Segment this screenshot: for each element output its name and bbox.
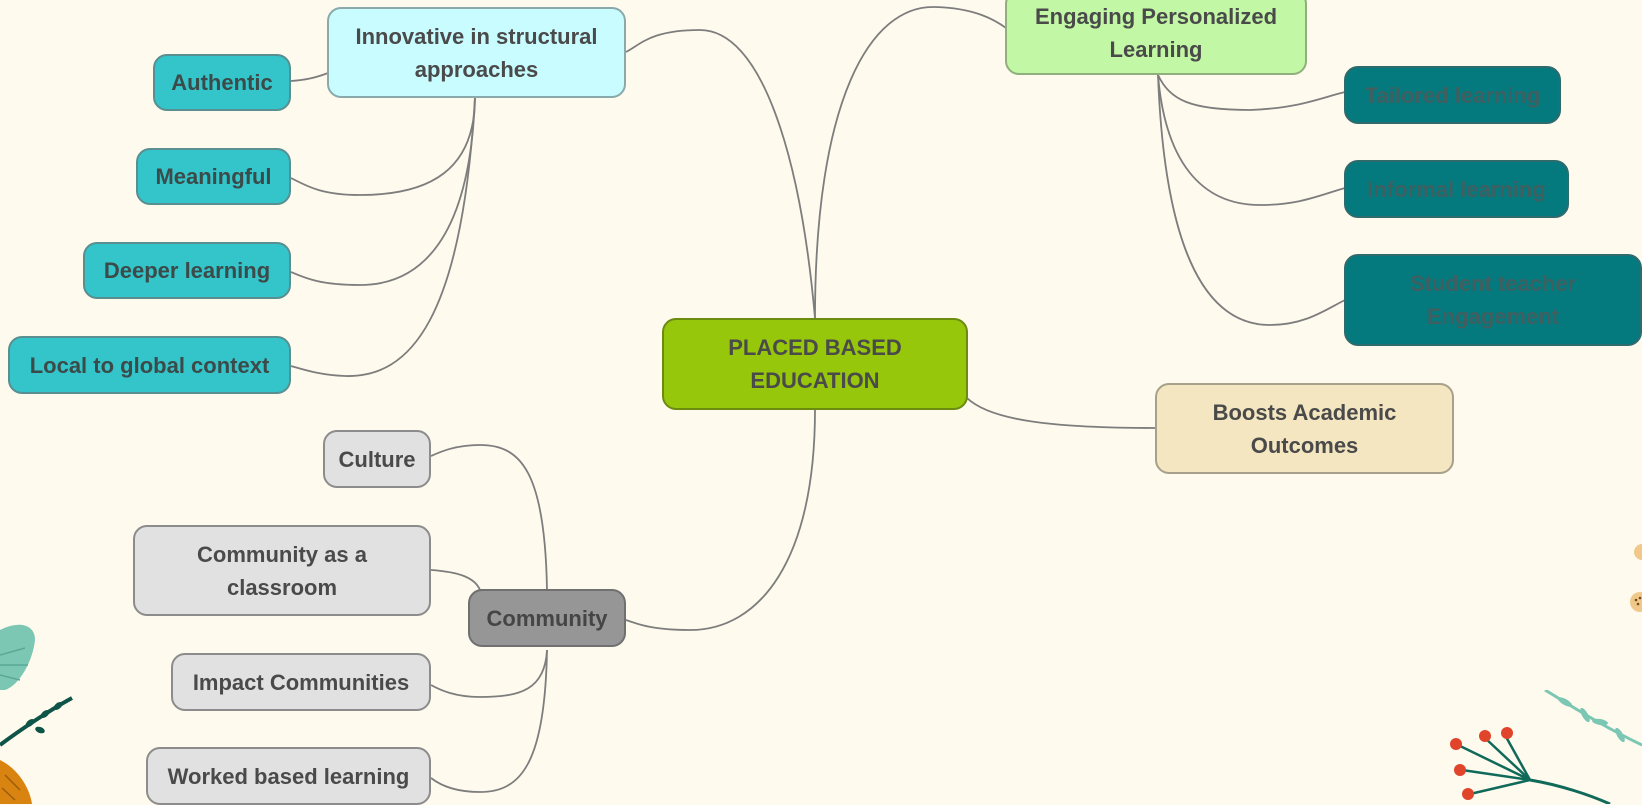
leaf-student-teacher-label: Student teacher Engagement [1409,271,1577,329]
link-root-innovative [625,29,816,319]
leaf-worked-based[interactable]: Worked based learning [146,747,431,805]
leaf-decoration-left-icon [0,624,73,804]
leaf-community-classroom-label: Community as a classroom [197,541,367,600]
link-culture [430,444,548,591]
link-classroom [430,569,481,591]
branch-boosts[interactable]: Boosts Academic Outcomes [1155,383,1454,474]
link-deeper [290,96,476,286]
berry-branch-decoration-icon [1450,690,1642,804]
link-root-community [625,409,816,631]
link-tailored [1157,74,1346,111]
leaf-meaningful[interactable]: Meaningful [136,148,291,205]
link-impact [430,649,548,698]
leaf-deeper-learning[interactable]: Deeper learning [83,242,291,299]
leaf-authentic-label: Authentic [171,70,273,95]
leaf-student-teacher[interactable]: Student teacher Engagement [1344,254,1642,346]
leaf-worked-label: Worked based learning [167,763,410,789]
root-node[interactable]: PLACED BASED EDUCATION [662,318,968,410]
leaf-authentic[interactable]: Authentic [153,54,291,111]
link-student [1157,74,1346,326]
root-label: PLACED BASED EDUCATION [728,335,902,393]
seed-decoration-icon [1630,544,1642,612]
link-root-engaging [814,6,1007,319]
branch-innovative-label: Innovative in structural approaches [355,23,598,82]
leaf-tailored-learning[interactable]: Tailored learning [1344,66,1561,124]
branch-engaging[interactable]: Engaging Personalized Learning [1005,0,1307,75]
branch-boosts-label: Boosts Academic Outcomes [1212,399,1397,458]
link-authentic [290,72,329,82]
leaf-local-to-global-label: Local to global context [29,352,270,378]
leaf-community-classroom[interactable]: Community as a classroom [133,525,431,616]
branch-innovative[interactable]: Innovative in structural approaches [327,7,626,98]
link-worked [430,649,548,793]
leaf-culture-label: Culture [338,446,416,472]
link-informal [1157,74,1346,206]
leaf-tailored-label: Tailored learning [1364,82,1541,108]
leaf-local-to-global[interactable]: Local to global context [8,336,291,394]
leaf-impact-communities[interactable]: Impact Communities [171,653,431,711]
branch-community-label: Community [486,605,608,631]
branch-engaging-label: Engaging Personalized Learning [1034,3,1278,62]
leaf-informal-label: Informal learning [1367,176,1546,202]
leaf-deeper-learning-label: Deeper learning [103,258,271,283]
leaf-impact-label: Impact Communities [192,669,410,695]
leaf-meaningful-label: Meaningful [155,164,272,189]
leaf-informal-learning[interactable]: Informal learning [1344,160,1569,218]
link-root-boosts [966,397,1157,429]
link-meaningful [290,96,476,196]
leaf-culture[interactable]: Culture [323,430,431,488]
branch-community[interactable]: Community [468,589,626,647]
link-local [290,96,476,377]
